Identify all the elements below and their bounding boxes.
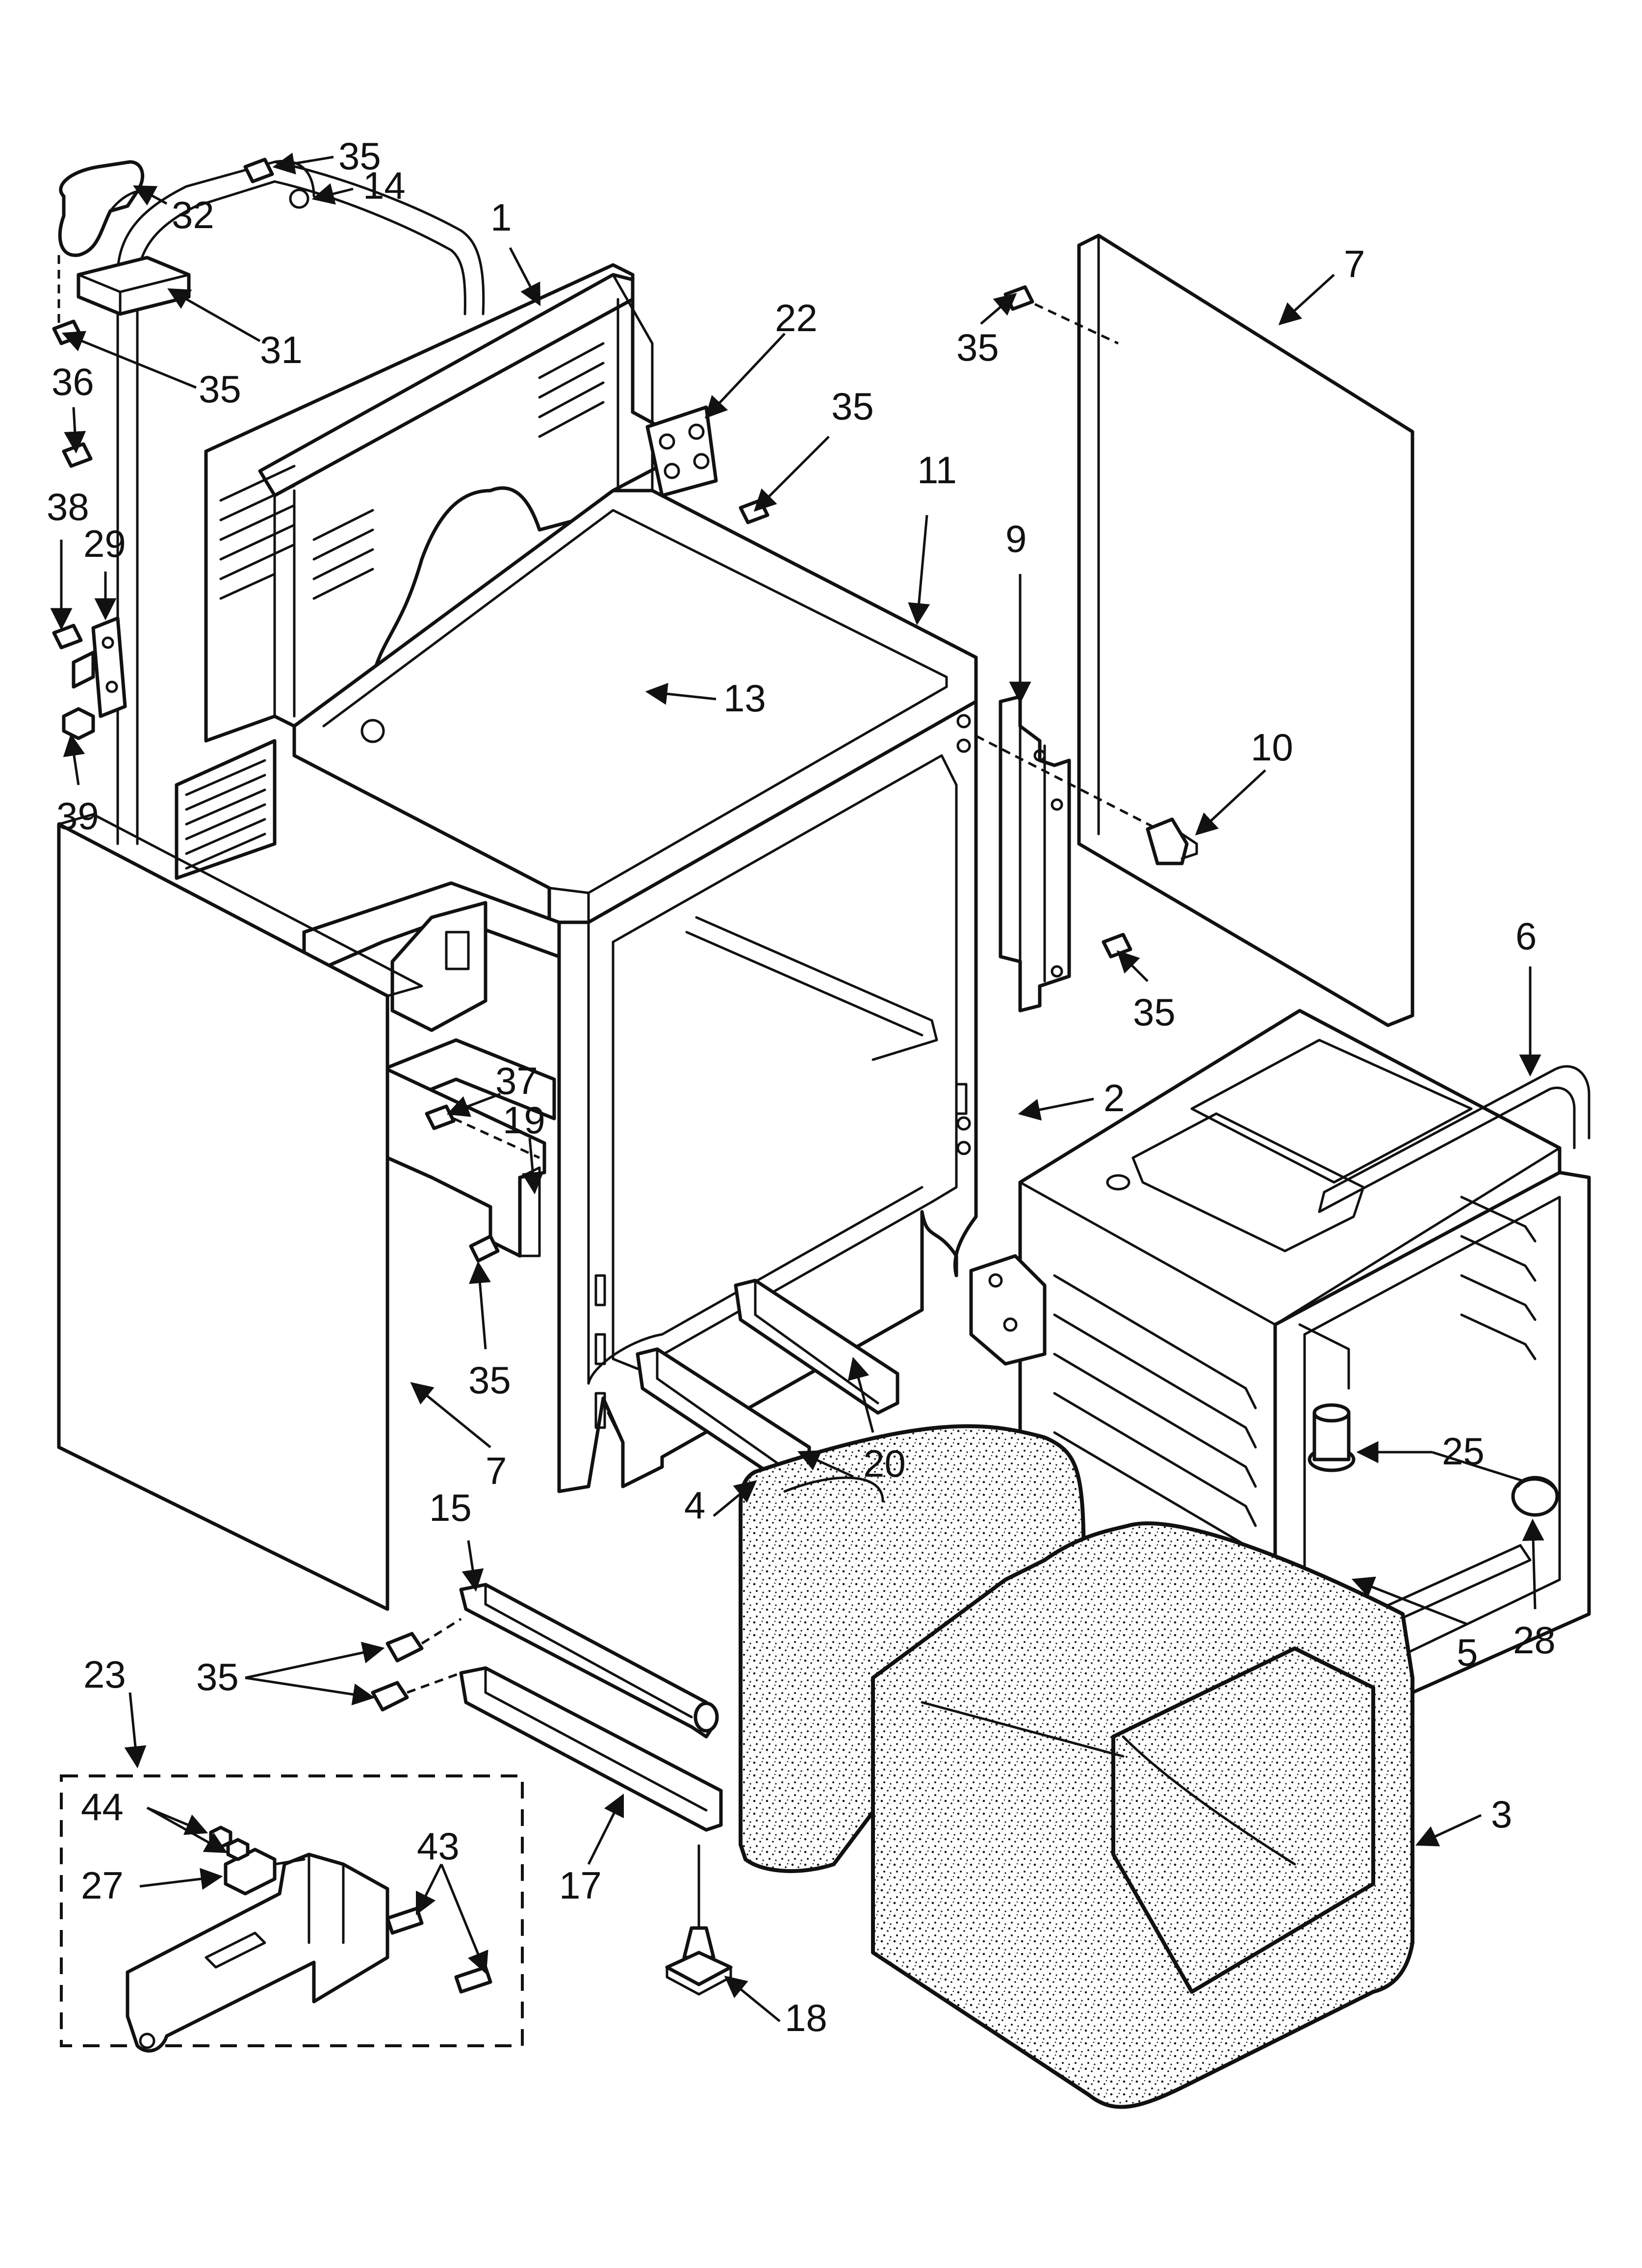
assembly-group-box (60, 1774, 524, 2047)
callout-3: 3 (1491, 1793, 1512, 1836)
bottom-rail-front-part (459, 1583, 719, 1739)
side-bracket-part (999, 695, 1071, 1013)
callout-22: 22 (775, 296, 818, 339)
end-cap-part (58, 160, 145, 257)
callout-35: 35 (199, 367, 241, 411)
callout-10: 10 (1251, 726, 1293, 769)
callout-2: 2 (1103, 1076, 1125, 1120)
callout-35: 35 (468, 1358, 511, 1402)
callout-38: 38 (47, 485, 89, 528)
callout-29: 29 (83, 522, 126, 565)
callout-23: 23 (83, 1653, 126, 1696)
callout-7: 7 (1344, 242, 1365, 286)
cabinet-frame-part (175, 263, 662, 880)
callout-1: 1 (490, 196, 512, 239)
callout-labels: 35 14 32 1 31 35 36 22 35 7 35 38 29 11 … (47, 134, 1556, 2039)
block-part (77, 256, 191, 316)
element-rod-part (1318, 1065, 1591, 1213)
callout-20: 20 (863, 1442, 906, 1485)
callout-14: 14 (363, 164, 406, 207)
bolt-parts (385, 1906, 492, 1994)
callout-35: 35 (196, 1655, 239, 1698)
callout-32: 32 (172, 193, 214, 236)
callout-9: 9 (1005, 517, 1026, 560)
callout-6: 6 (1515, 914, 1537, 958)
nut-pair-part (209, 1825, 250, 1861)
callout-13: 13 (723, 677, 766, 720)
bottom-rail-rear-part (459, 1666, 723, 1832)
callout-19: 19 (503, 1098, 545, 1142)
callout-18: 18 (785, 1996, 827, 2039)
callout-43: 43 (417, 1825, 460, 1868)
callout-35: 35 (956, 326, 999, 369)
plug-fitting-part (1146, 817, 1198, 865)
callout-31: 31 (260, 328, 303, 371)
callout-39: 39 (56, 794, 99, 837)
callout-36: 36 (51, 360, 94, 403)
left-side-panel (57, 813, 423, 1611)
callout-5: 5 (1457, 1631, 1478, 1674)
side-frame-part (557, 700, 978, 1493)
callout-4: 4 (684, 1484, 705, 1527)
callout-35: 35 (831, 385, 874, 428)
callout-7: 7 (486, 1449, 507, 1492)
callout-37: 37 (495, 1059, 538, 1102)
switch-bracket-part (126, 1852, 389, 2053)
small-bracket-part (72, 616, 127, 718)
callout-35: 35 (338, 134, 381, 178)
callout-27: 27 (81, 1864, 124, 1907)
callout-44: 44 (81, 1785, 124, 1828)
callout-17: 17 (559, 1864, 602, 1907)
callout-25: 25 (1442, 1430, 1485, 1473)
burner-fitting-part (1298, 1323, 1356, 1472)
callout-15: 15 (429, 1486, 472, 1529)
leader-lines (50, 153, 1544, 2022)
knob-part (1511, 1476, 1559, 1517)
leveling-leg-part (665, 1845, 733, 1996)
vent-slots (219, 342, 605, 600)
callout-11: 11 (917, 448, 957, 492)
hinge-bracket-part (645, 405, 718, 497)
callout-35: 35 (1133, 991, 1176, 1034)
right-side-panel (1077, 234, 1414, 1027)
callout-28: 28 (1513, 1618, 1556, 1662)
nut-part (62, 707, 95, 740)
rear-insulation-blanket (871, 1521, 1414, 2109)
